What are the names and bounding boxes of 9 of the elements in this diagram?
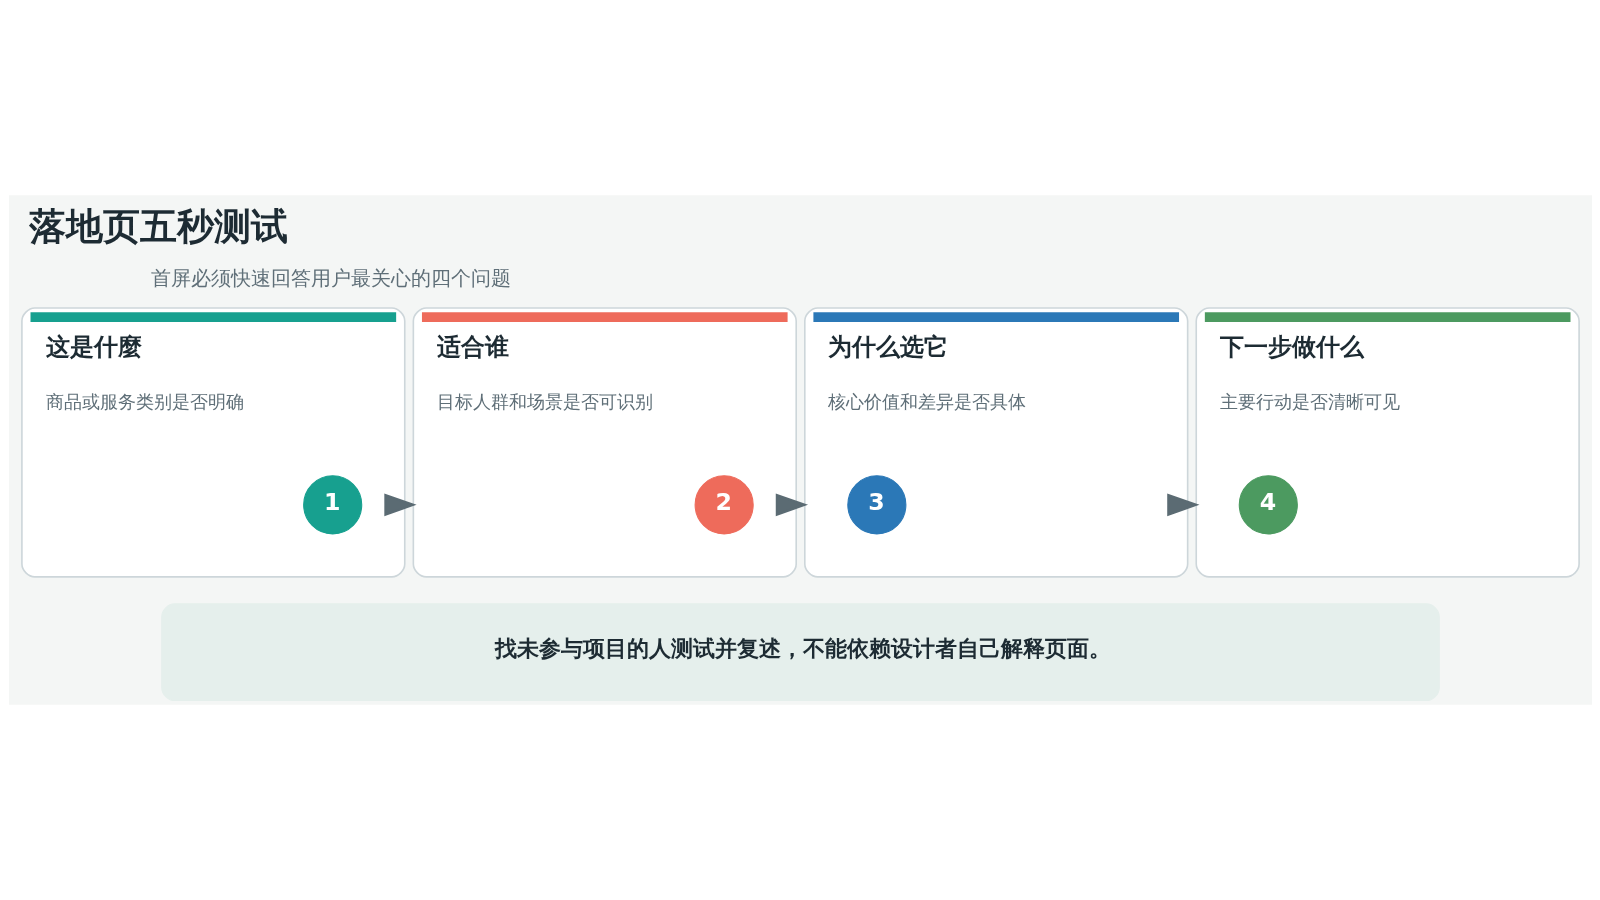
node-circle: 4 bbox=[1238, 475, 1298, 535]
arrow bbox=[775, 493, 808, 517]
diagram-title: 落地页五秒测试 bbox=[28, 204, 288, 248]
node-circle: 2 bbox=[694, 475, 754, 535]
arrow bbox=[1166, 493, 1199, 517]
node-circle: 1 bbox=[302, 475, 362, 535]
node-circle: 3 bbox=[846, 475, 906, 535]
label: 首屏必须快速回答用户最关心的四个问题 bbox=[150, 266, 511, 291]
arrow bbox=[383, 493, 417, 517]
